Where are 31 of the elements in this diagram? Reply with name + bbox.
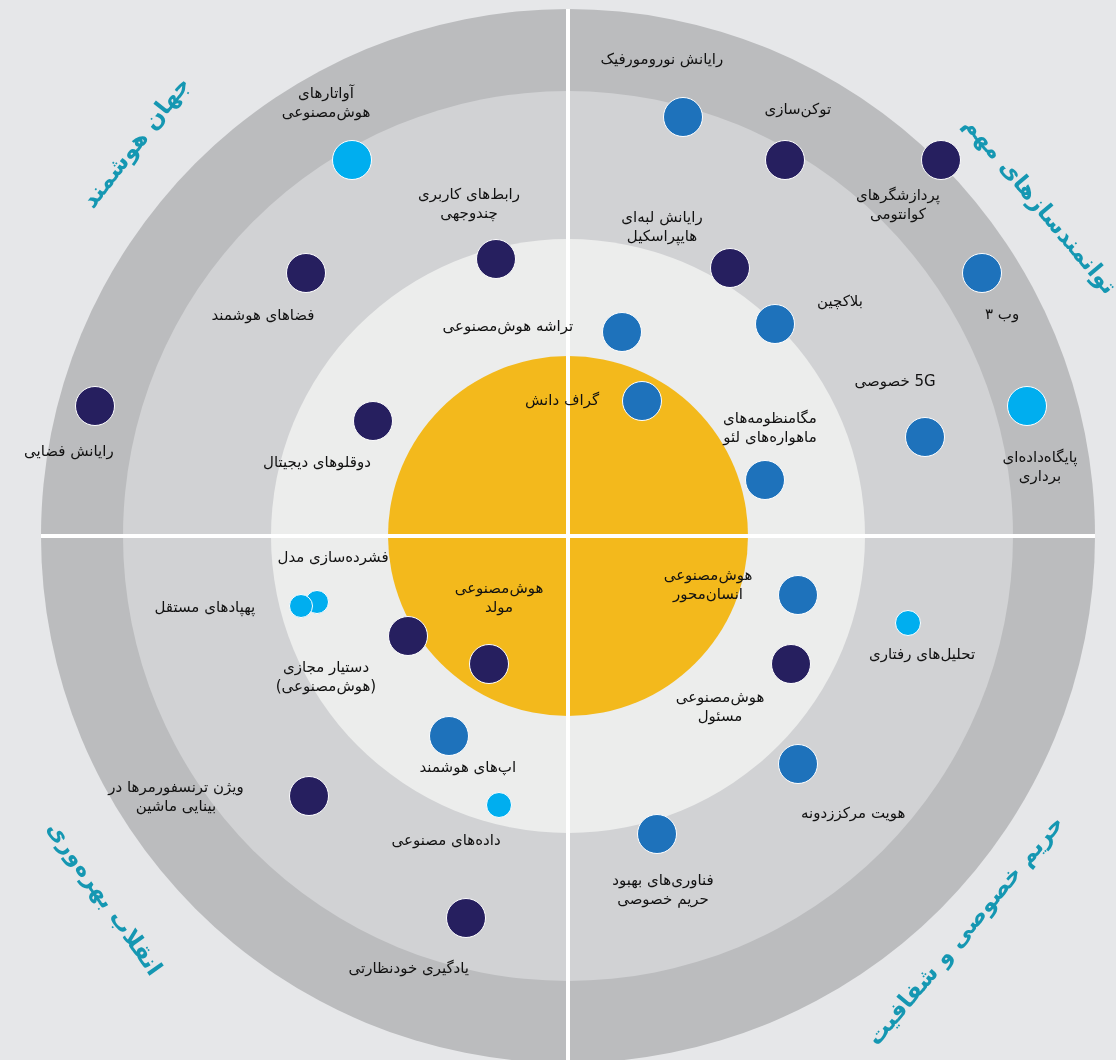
technology-label: هوش‌مصنوعی مسئول: [674, 687, 766, 727]
technology-label: پهپادهای مستقل: [154, 598, 256, 618]
technology-label: رایانش فضایی: [24, 442, 114, 462]
technology-label: ویژن ترنسفورمرها در بینایی ماشین: [106, 777, 245, 817]
technology-label: پایگاه‌داده‌ای برداری: [1001, 447, 1079, 487]
technology-label: هویت مرکززدونه: [801, 804, 906, 824]
technology-label: دستیار مجازی (هوش‌مصنوعی): [274, 657, 378, 697]
technology-label: تحلیل‌های رفتاری: [869, 645, 976, 665]
technology-label: هوش‌مصنوعی مولد: [453, 578, 545, 618]
technology-dot: [921, 140, 961, 180]
technology-label: پردازشگرهای کوانتومی: [855, 185, 941, 225]
technology-label: وب ۳: [985, 305, 1020, 325]
technology-label: اپ‌های هوشمند: [419, 758, 517, 778]
technology-label: 5G خصوصی: [854, 372, 936, 392]
technology-label: فناوری‌های بهبود حریم خصوصی: [611, 870, 715, 910]
technology-label: رایانش لبه‌ای هایپراسکیل: [620, 207, 704, 247]
technology-label: داده‌های مصنوعی: [391, 831, 501, 851]
technology-label: آواتارهای هوش‌مصنوعی: [280, 83, 372, 123]
technology-label: رابط‌های کاربری چندوجهی: [417, 184, 521, 224]
technology-label: فشرده‌سازی مدل: [277, 548, 389, 568]
quadrant-title: جهان هوشمند: [75, 71, 195, 213]
technology-label: یادگیری خودنظارتی: [348, 959, 470, 979]
technology-label: تراشه هوش‌مصنوعی: [442, 317, 574, 337]
technology-label: دوقلوهای دیجیتال: [263, 453, 371, 473]
technology-label: رایانش نورومورفیک: [600, 50, 724, 70]
technology-label: توکن‌سازی: [764, 100, 832, 120]
technology-label: فضاهای هوشمند: [211, 306, 315, 326]
quadrant-title: توانمندسازهای مهم: [958, 111, 1116, 299]
quadrant-title: انقلاب بهره‌وری: [42, 816, 168, 980]
technology-label: مگامنظومه‌های ماهواره‌های لئو: [721, 408, 818, 448]
technology-label: بلاکچین: [817, 292, 863, 312]
